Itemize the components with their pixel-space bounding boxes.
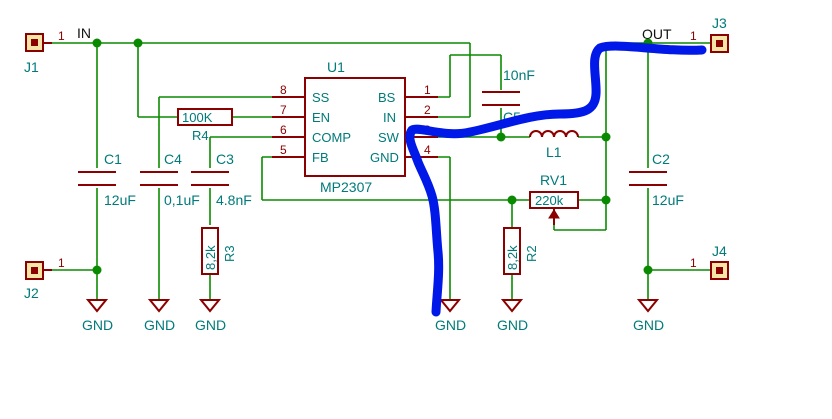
capacitor-value: 12uF [104, 192, 136, 208]
ground-symbol-icon: GND [82, 299, 113, 333]
ground-symbol-icon: GND [497, 299, 528, 333]
ic-ref: U1 [327, 59, 345, 75]
capacitor-value: 10nF [503, 67, 535, 83]
gnd-label: GND [195, 317, 226, 333]
ground-symbol-icon: GND [435, 299, 466, 333]
ic-pin-name: IN [383, 110, 396, 125]
junction-dot [92, 38, 102, 48]
capacitor-value: 4.8nF [216, 192, 252, 208]
ic-pin-number: 1 [424, 83, 431, 97]
ic-value: MP2307 [320, 179, 372, 195]
net-label-in: IN [77, 25, 91, 41]
resistor-ref: R3 [222, 245, 237, 262]
connector-pin-number: 1 [690, 256, 697, 270]
capacitor-value: 12uF [652, 192, 684, 208]
junction-dot [507, 195, 517, 205]
capacitor-ref: C3 [216, 151, 234, 167]
capacitor-c3[interactable]: C3 4.8nF [191, 151, 252, 208]
ic-pin-name: GND [370, 150, 399, 165]
junction-dot [601, 195, 611, 205]
connector-j4[interactable]: 1 J4 [690, 243, 729, 280]
connector-ref: J1 [24, 59, 39, 75]
wires [48, 42, 712, 300]
inductor-l1[interactable]: L1 [529, 130, 579, 160]
junction-dot [92, 265, 102, 275]
resistor-ref: R2 [524, 245, 539, 262]
potentiometer-rv1[interactable]: 220k RV1 [529, 172, 579, 225]
connector-j1[interactable]: 1 J1 [24, 29, 65, 75]
connector-ref: J3 [712, 15, 727, 31]
ic-pin-name: COMP [312, 130, 351, 145]
potentiometer-value: 220k [535, 193, 564, 208]
ground-symbol-icon: GND [144, 299, 175, 333]
connector-pin-number: 1 [690, 29, 697, 43]
resistor-value: 8,2k [505, 245, 520, 270]
gnd-label: GND [435, 317, 466, 333]
ic-pin-name: EN [312, 110, 330, 125]
connector-pin-number: 1 [58, 256, 65, 270]
connector-j2[interactable]: 1 J2 [24, 256, 65, 301]
potentiometer-ref: RV1 [540, 172, 567, 188]
connector-ref: J2 [24, 285, 39, 301]
junction-dot [496, 132, 506, 142]
connector-ref: J4 [712, 243, 727, 259]
resistor-r2[interactable]: 8,2k R2 [503, 227, 539, 275]
resistor-r3[interactable]: 8,2k R3 [201, 227, 237, 275]
junction-dot [601, 132, 611, 142]
capacitor-c4[interactable]: C4 0,1uF [140, 151, 200, 208]
junction-dot [133, 38, 143, 48]
capacitor-ref: C1 [104, 151, 122, 167]
capacitor-ref: C2 [652, 151, 670, 167]
resistor-value: 8,2k [203, 245, 218, 270]
capacitor-c1[interactable]: C1 12uF [78, 151, 136, 208]
ground-symbol-icon: GND [195, 299, 226, 333]
ic-pin-name: SS [312, 90, 330, 105]
gnd-symbols: GND GND GND GND GND GND [82, 299, 664, 333]
ic-pin-number: 6 [280, 123, 287, 137]
gnd-label: GND [144, 317, 175, 333]
ic-pin-name: SW [378, 130, 400, 145]
ground-symbol-icon: GND [633, 299, 664, 333]
ic-pin-number: 7 [280, 103, 287, 117]
junction-dot [643, 265, 653, 275]
ic-pin-number: 8 [280, 83, 287, 97]
capacitor-value: 0,1uF [164, 192, 200, 208]
ic-pin-name: FB [312, 150, 329, 165]
hand-drawn-marker-stroke [405, 41, 707, 317]
capacitor-c2[interactable]: C2 12uF [629, 151, 684, 208]
connector-j3[interactable]: 1 J3 [690, 15, 729, 53]
capacitor-ref: C4 [164, 151, 182, 167]
ic-pin-number: 4 [424, 143, 431, 157]
gnd-label: GND [497, 317, 528, 333]
gnd-label: GND [82, 317, 113, 333]
connector-pin-number: 1 [58, 29, 65, 43]
ic-pin-number: 2 [424, 103, 431, 117]
gnd-label: GND [633, 317, 664, 333]
resistor-value: 100K [182, 110, 213, 125]
net-label-out: OUT [642, 26, 672, 42]
ic-pin-number: 5 [280, 143, 287, 157]
inductor-ref: L1 [546, 144, 562, 160]
ic-pin-name: BS [378, 90, 396, 105]
resistor-r4[interactable]: 100K R4 [177, 108, 233, 143]
resistor-ref: R4 [192, 128, 209, 143]
